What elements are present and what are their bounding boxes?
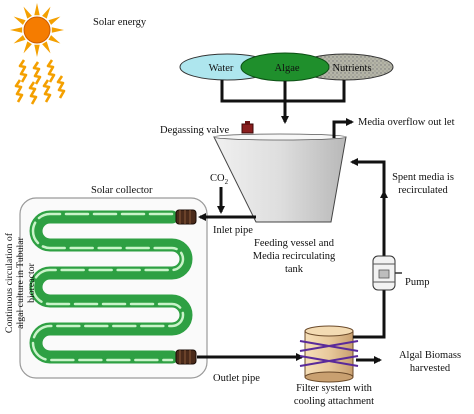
algae-label: Algae (274, 63, 299, 74)
feeding-vessel (213, 133, 347, 223)
sun-ray (34, 44, 40, 57)
sun-ray (10, 27, 23, 33)
sun-ray (42, 41, 51, 54)
feeding-vessel-label-line-1: Feeding vessel and (254, 238, 335, 249)
degassing-valve-cap (245, 121, 250, 125)
solar-ray-bolt (18, 59, 28, 83)
inlet-pipe-label: Inlet pipe (213, 225, 253, 236)
solar-ray-bolt (14, 79, 24, 103)
sun-ray (34, 3, 40, 16)
tubular-bioreactor-coil (29, 210, 193, 364)
solar-ray-bolts (14, 59, 66, 105)
cooling-coil (299, 340, 359, 367)
co2-label: CO2 (210, 173, 229, 186)
feeding-vessel-label-line-3: tank (285, 264, 304, 275)
filter-system-label-line-1: Filter system with (296, 383, 373, 394)
water-label: Water (209, 63, 234, 74)
algal-biomass-label-line-2: harvested (410, 363, 451, 374)
outlet-pipe-label: Outlet pipe (213, 373, 260, 384)
solar-energy-label: Solar energy (93, 17, 147, 28)
feeding-vessel-label-line-2: Media recirculating (253, 251, 336, 262)
sun-ray (23, 41, 32, 54)
solar-ray-bolt (32, 61, 42, 85)
degassing-valve-label: Degassing valve (160, 125, 229, 136)
solar-ray-bolt (42, 79, 52, 103)
side-label-line-3: bioreactor (26, 262, 37, 302)
inlet-connector-icon (175, 209, 197, 225)
sun-ray (23, 6, 32, 19)
solar-ray-bolt (56, 75, 66, 99)
outlet-connector-icon (175, 349, 197, 365)
sun-ray (42, 6, 51, 19)
filter-system-icon (299, 325, 359, 383)
sun-ray (48, 16, 61, 25)
side-label-line-1: Continuous circulation of (4, 232, 15, 333)
sun-ray (48, 35, 61, 44)
media-overflow-label: Media overflow out let (358, 117, 455, 128)
sun-disc (23, 16, 51, 44)
pump-label: Pump (405, 277, 430, 288)
sun-rays (10, 3, 64, 57)
tube-highlight (31, 212, 185, 362)
solar-collector-label: Solar collector (91, 185, 153, 196)
sun-ray (13, 16, 26, 25)
spent-media-label-line-1: Spent media is (392, 172, 454, 183)
side-label: Continuous circulation of algal culture … (4, 232, 37, 333)
tube-body (29, 210, 193, 364)
solar-ray-bolt (28, 81, 38, 105)
degassing-valve-icon (241, 123, 254, 134)
sun-ray (13, 35, 26, 44)
media-overflow-arrow (332, 118, 354, 138)
feed-lines (220, 80, 346, 124)
algal-biomass-label-line-1: Algal Biomass (399, 350, 461, 361)
pump-icon (372, 255, 402, 291)
nutrients-label: Nutrients (332, 63, 371, 74)
side-label-line-2: algal culture in Tubular (15, 236, 26, 328)
filter-system-label-line-2: cooling attachment (294, 396, 374, 407)
solar-ray-bolt (46, 59, 56, 83)
sun-icon (10, 3, 64, 57)
recirculation-line (350, 158, 386, 339)
sun-ray (51, 27, 64, 33)
spent-media-label-line-2: recirculated (398, 185, 448, 196)
